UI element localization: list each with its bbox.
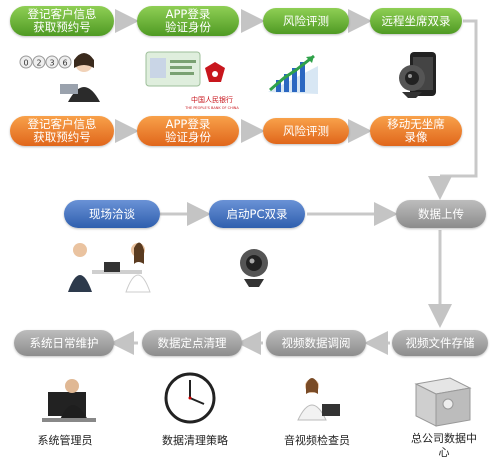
connector-right-vertical <box>440 19 478 178</box>
step-onsite-talk: 现场洽谈 <box>64 200 160 228</box>
id-card-image <box>145 51 201 87</box>
step-risk-assess-2: 风险评测 <box>263 118 349 144</box>
svg-text:6: 6 <box>62 59 67 68</box>
svg-text:中国人民银行: 中国人民银行 <box>191 95 233 104</box>
clock-icon <box>164 372 216 424</box>
caption-video-inspector: 音视频检查员 <box>284 434 350 447</box>
peoples-bank-logo: 中国人民银行 THE PEOPLE'S BANK OF CHINA <box>184 62 239 110</box>
customer-service-woman-image <box>60 53 100 102</box>
caption-hq-datacenter: 总公司数据中 心 <box>411 432 477 459</box>
meeting-people-image <box>68 242 151 293</box>
step-app-login-1: APP登录 验证身份 <box>137 6 239 36</box>
step-video-storage: 视频文件存储 <box>392 330 488 356</box>
svg-text:2: 2 <box>36 59 41 68</box>
step-register-info-2: 登记客户信息 获取预约号 <box>10 116 114 146</box>
step-system-maintenance: 系统日常维护 <box>14 330 114 356</box>
caption-system-admin: 系统管理员 <box>37 434 93 447</box>
step-data-cleanup: 数据定点清理 <box>142 330 242 356</box>
svg-text:3: 3 <box>49 59 54 68</box>
svg-text:THE PEOPLE'S BANK OF CHINA: THE PEOPLE'S BANK OF CHINA <box>184 106 239 110</box>
queue-number-display: 0 2 3 6 <box>19 55 72 69</box>
step-risk-assess-1: 风险评测 <box>263 8 349 34</box>
server-image <box>414 377 472 427</box>
step-data-upload: 数据上传 <box>396 200 486 228</box>
step-app-login-2: APP登录 验证身份 <box>137 116 239 146</box>
caption-cleanup-strategy: 数据清理策略 <box>162 434 228 447</box>
system-admin-image <box>42 379 96 422</box>
step-remote-dual-record: 远程坐席双录 <box>370 8 462 34</box>
video-inspector-image <box>297 378 340 421</box>
webcam-phone-image <box>399 52 436 98</box>
svg-text:0: 0 <box>23 59 28 68</box>
risk-chart-image <box>268 54 318 94</box>
step-mobile-recording: 移动无坐席 录像 <box>370 116 462 146</box>
step-register-info-1: 登记客户信息 获取预约号 <box>10 6 114 36</box>
pc-webcam-image <box>240 249 268 287</box>
step-video-retrieval: 视频数据调阅 <box>266 330 366 356</box>
step-start-pc-record: 启动PC双录 <box>209 200 305 228</box>
